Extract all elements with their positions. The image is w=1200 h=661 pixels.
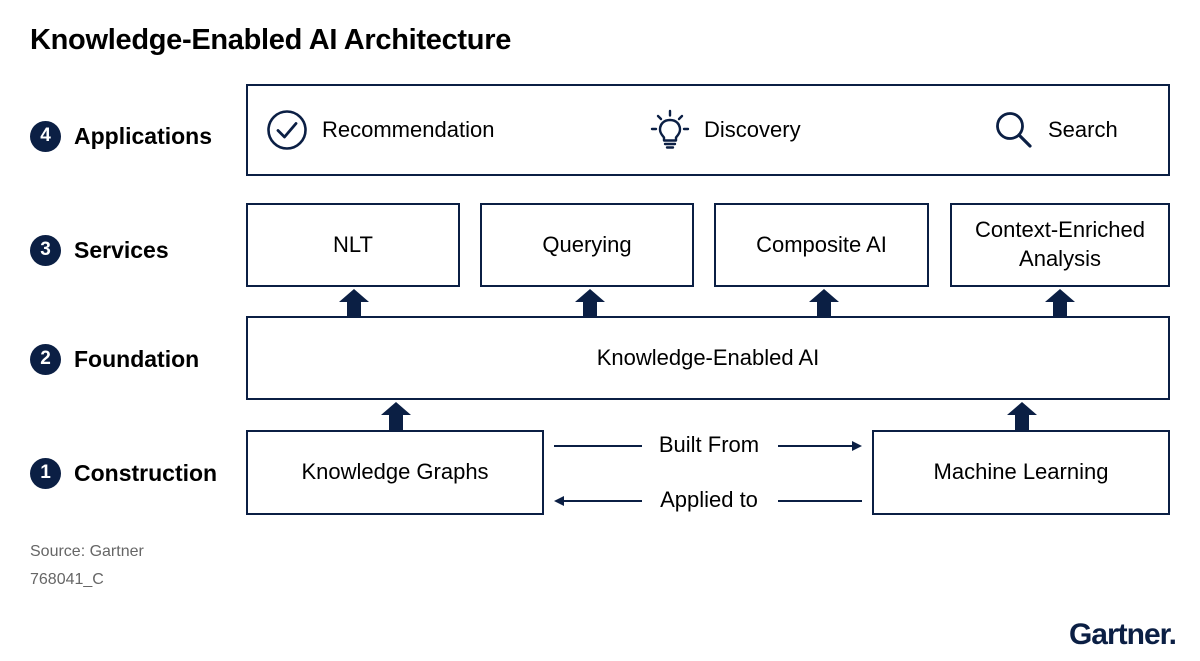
layer-name: Construction bbox=[74, 459, 218, 486]
foundation-box: Knowledge-Enabled AI bbox=[246, 316, 1170, 400]
applications-box: Recommendation Discovery Search bbox=[246, 84, 1170, 176]
app-item-recommendation: Recommendation bbox=[266, 86, 494, 174]
source-note: Source: Gartner bbox=[30, 543, 144, 560]
built-from-arrow-icon bbox=[554, 441, 862, 451]
service-box-nlt: NLT bbox=[246, 203, 460, 287]
app-label: Discovery bbox=[704, 116, 801, 142]
gartner-logo: Gartner. bbox=[1068, 618, 1177, 651]
up-arrow-icon bbox=[575, 289, 605, 317]
up-arrow-icon bbox=[1045, 289, 1075, 317]
layer-name: Foundation bbox=[74, 345, 200, 372]
service-box-composite-ai: Composite AI bbox=[714, 203, 929, 287]
checkmark-circle-icon bbox=[267, 110, 307, 150]
layer-label-applications: 4 Applications bbox=[30, 120, 212, 152]
layer-label-foundation: 2 Foundation bbox=[30, 343, 199, 375]
layer-number-badge: 2 bbox=[30, 343, 61, 375]
built-from-label: Built From bbox=[658, 432, 760, 457]
layer-name: Applications bbox=[74, 122, 213, 149]
layer-label-services: 3 Services bbox=[30, 234, 169, 266]
magnifier-icon bbox=[996, 112, 1032, 148]
knowledge-graphs-box: Knowledge Graphs bbox=[246, 430, 544, 515]
up-arrow-icon bbox=[381, 402, 411, 430]
layer-number-badge: 1 bbox=[30, 457, 61, 489]
up-arrow-icon bbox=[339, 289, 369, 317]
layer-name: Services bbox=[74, 236, 169, 263]
app-item-discovery: Discovery bbox=[650, 86, 801, 174]
applied-to-arrow-icon bbox=[554, 496, 862, 506]
app-label: Search bbox=[1048, 116, 1118, 142]
layer-label-construction: 1 Construction bbox=[30, 457, 217, 489]
service-box-querying: Querying bbox=[480, 203, 694, 287]
diagram-title: Knowledge-Enabled AI Architecture bbox=[30, 24, 512, 56]
machine-learning-box: Machine Learning bbox=[872, 430, 1170, 515]
lightbulb-icon bbox=[650, 109, 690, 149]
up-arrow-icon bbox=[809, 289, 839, 317]
app-label: Recommendation bbox=[322, 116, 495, 142]
layer-number-badge: 3 bbox=[30, 234, 61, 266]
up-arrow-icon bbox=[1007, 402, 1037, 430]
service-box-context-enriched-analysis: Context-Enriched Analysis bbox=[950, 203, 1170, 287]
layer-number-badge: 4 bbox=[30, 120, 61, 152]
applied-to-label: Applied to bbox=[660, 487, 758, 512]
figure-id: 768041_C bbox=[30, 571, 104, 588]
app-item-search: Search bbox=[994, 86, 1118, 174]
